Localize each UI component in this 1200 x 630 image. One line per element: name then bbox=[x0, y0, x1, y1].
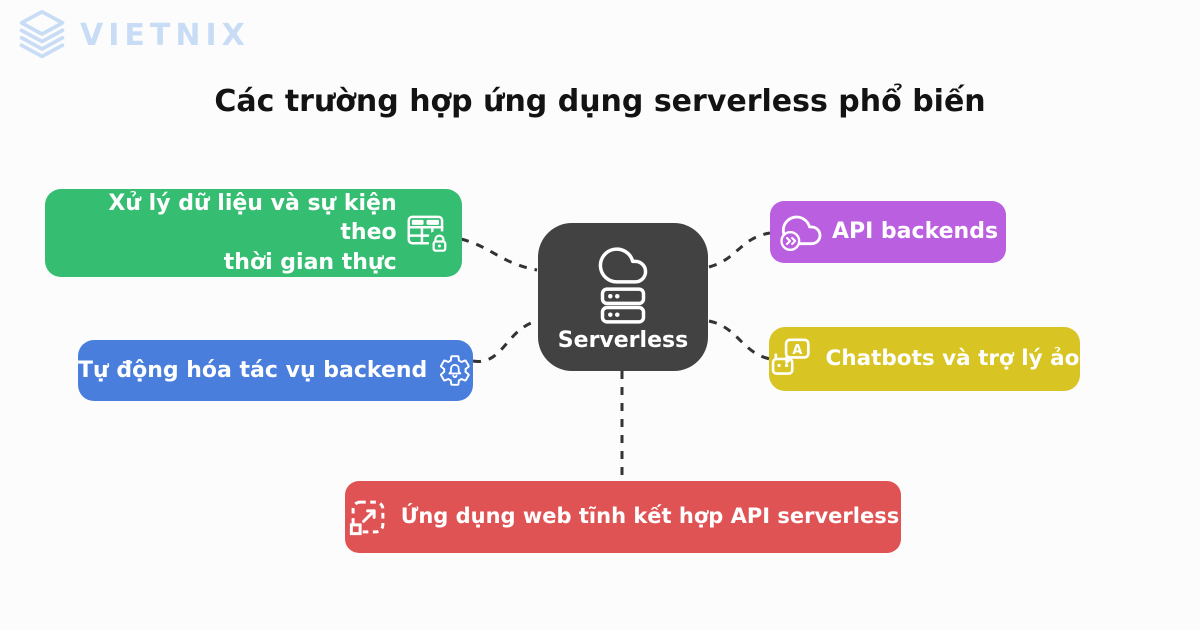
page-title: Các trường hợp ứng dụng serverless phổ b… bbox=[214, 84, 986, 119]
vietnix-logo: VIETNIX bbox=[14, 8, 250, 62]
usecase-api-backends-label: API backends bbox=[831, 219, 999, 245]
vietnix-logo-icon bbox=[19, 9, 65, 59]
usecase-realtime-data-label: Xử lý dữ liệu và sự kiện theo thời gian … bbox=[108, 191, 397, 275]
connector-green-to-center bbox=[460, 237, 538, 272]
cloud-api-icon bbox=[780, 215, 822, 251]
usecase-static-web: Ứng dụng web tĩnh kết hợp API serverless bbox=[345, 481, 901, 553]
table-lock-icon bbox=[407, 215, 450, 253]
connector-center-to-purple bbox=[708, 231, 771, 269]
svg-text:A: A bbox=[792, 343, 802, 358]
cloud-server-icon bbox=[598, 247, 648, 324]
usecase-static-web-label: Ứng dụng web tĩnh kết hợp API serverless bbox=[400, 504, 900, 529]
usecase-api-backends: API backends bbox=[770, 201, 1006, 263]
expand-arrow-icon bbox=[349, 500, 385, 536]
serverless-node: Serverless bbox=[538, 223, 708, 371]
gear-bell-icon bbox=[440, 355, 471, 386]
usecase-realtime-data: Xử lý dữ liệu và sự kiện theo thời gian … bbox=[45, 189, 462, 277]
usecase-backend-automation: Tự động hóa tác vụ backend bbox=[78, 340, 473, 401]
connector-blue-to-center bbox=[472, 319, 538, 363]
vietnix-logo-text: VIETNIX bbox=[80, 17, 250, 53]
serverless-label: Serverless bbox=[557, 328, 689, 353]
connector-center-to-yellow bbox=[708, 319, 771, 361]
usecase-chatbots: A Chatbots và trợ lý ảo bbox=[769, 327, 1080, 391]
usecase-chatbots-label: Chatbots và trợ lý ảo bbox=[825, 345, 1080, 371]
chatbot-speech-icon: A bbox=[771, 338, 810, 375]
usecase-backend-automation-label: Tự động hóa tác vụ backend bbox=[78, 357, 428, 383]
